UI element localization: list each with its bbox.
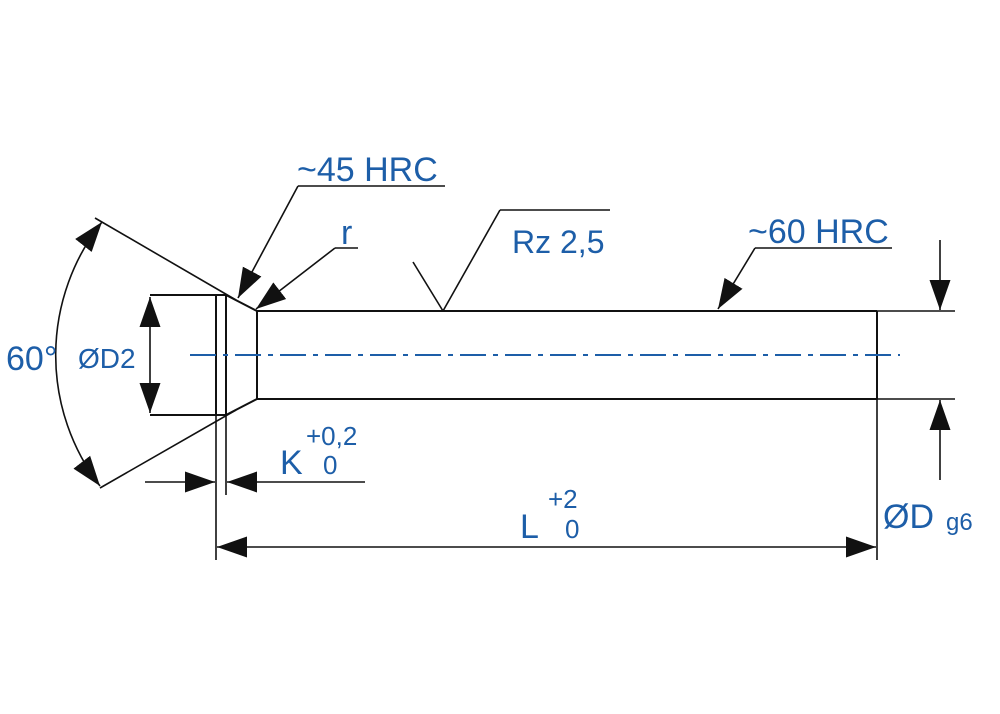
shank-fit-label: g6 bbox=[946, 509, 973, 536]
length-label: L bbox=[520, 508, 539, 546]
fillet-radius-label: r bbox=[341, 214, 352, 252]
length-dimension bbox=[217, 399, 878, 560]
head-hardness-label: ~45 HRC bbox=[297, 151, 438, 189]
length-tol-upper: +2 bbox=[548, 484, 578, 514]
head-height-tol-upper: +0,2 bbox=[306, 421, 357, 451]
head-height-label: K bbox=[280, 444, 303, 482]
roughness-label: Rz 2,5 bbox=[512, 224, 604, 260]
angle-label: 60° bbox=[6, 340, 57, 378]
shank-diameter-dimension bbox=[877, 240, 955, 480]
shank-hardness-label: ~60 HRC bbox=[748, 213, 889, 251]
length-tol-lower: 0 bbox=[565, 514, 579, 544]
shank-diameter-label: ØD bbox=[883, 498, 934, 536]
head-diameter-label: ØD2 bbox=[78, 343, 136, 374]
angle-dimension bbox=[54, 217, 237, 489]
leader-lines bbox=[237, 185, 892, 312]
head-height-dimension bbox=[145, 415, 365, 560]
head-height-tol-lower: 0 bbox=[323, 450, 337, 480]
